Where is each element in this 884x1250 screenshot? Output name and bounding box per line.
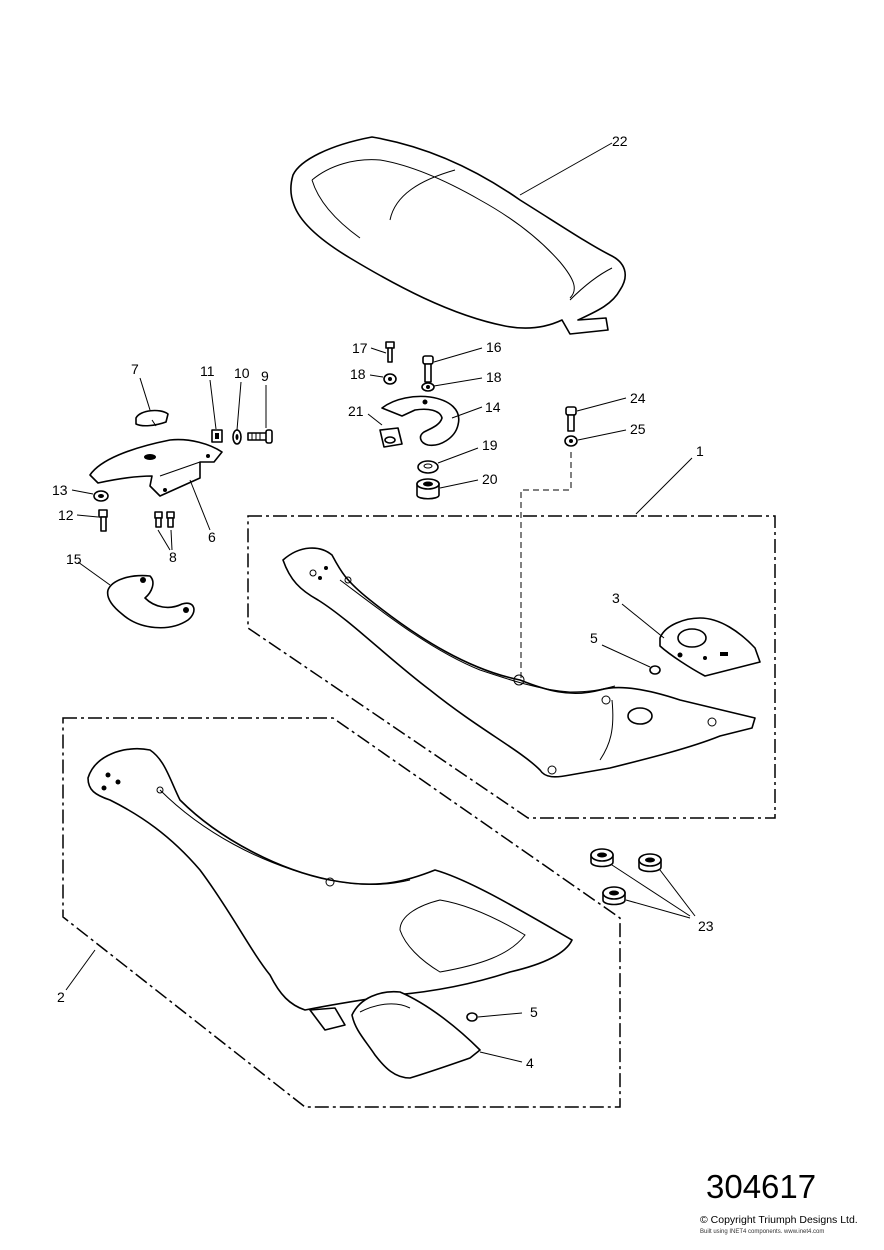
callout-1: 1: [696, 443, 704, 459]
rubber-mount-part-21: [379, 427, 403, 448]
leader-20: [439, 479, 479, 489]
callout-19: 19: [482, 437, 498, 453]
bracket-part-14: [381, 395, 460, 447]
callout-9: 9: [261, 368, 269, 384]
leader-5b: [477, 1012, 523, 1018]
callout-25: 25: [630, 421, 646, 437]
washer-part-18a: [383, 373, 397, 385]
washer-part-19: [417, 460, 439, 474]
leader-3: [621, 603, 665, 639]
screw-part-12: [98, 509, 108, 532]
screws-part-8: [154, 511, 175, 528]
leader-17: [370, 347, 387, 354]
callout-21: 21: [348, 403, 364, 419]
bracket-part-6: [89, 438, 223, 497]
bolt-part-9: [247, 429, 273, 444]
screw-part-17: [385, 341, 395, 363]
washer-part-10: [232, 429, 242, 445]
leader-14: [451, 406, 483, 419]
leader-19: [437, 447, 479, 464]
leader-13: [71, 489, 94, 495]
assembly-outline-1: [247, 515, 776, 819]
leader-23c: [625, 899, 691, 919]
leader-24: [576, 397, 627, 412]
leader-8b: [170, 529, 173, 551]
assembly-outline-2: [62, 717, 621, 1108]
callout-7: 7: [131, 361, 139, 377]
callout-22: 22: [612, 133, 628, 149]
callout-10: 10: [234, 365, 250, 381]
copyright-notice: © Copyright Triumph Designs Ltd.: [700, 1214, 858, 1226]
cover-plate-part-3: [659, 617, 761, 677]
grommet-part-20: [416, 478, 440, 500]
callout-23: 23: [698, 918, 714, 934]
callout-4: 4: [526, 1055, 534, 1071]
side-panel-part-1: [282, 547, 756, 778]
leader-12: [76, 514, 99, 518]
nut-part-5b: [466, 1012, 478, 1022]
callout-2: 2: [57, 989, 65, 1005]
leader-22: [519, 142, 613, 196]
leader-23a: [611, 864, 691, 917]
leader-21: [367, 413, 383, 426]
callout-12: 12: [58, 507, 74, 523]
callout-17: 17: [352, 340, 368, 356]
callout-16: 16: [486, 339, 502, 355]
washer-part-18b: [421, 382, 435, 392]
infill-panel-part-4: [351, 990, 481, 1079]
leader-18b: [433, 377, 483, 387]
seat-part-22: [290, 136, 626, 335]
callout-15: 15: [66, 551, 82, 567]
nut-part-5a: [649, 665, 661, 675]
leader-5a: [601, 644, 651, 668]
callout-11: 11: [200, 363, 215, 379]
assembly-line-24: [520, 452, 572, 680]
washer-part-25: [564, 435, 578, 447]
bracket-part-15: [106, 574, 195, 629]
callout-6: 6: [208, 529, 216, 545]
leader-1: [635, 457, 693, 515]
leader-8a: [157, 529, 171, 551]
leader-2: [65, 949, 96, 991]
leader-6: [189, 479, 211, 531]
callout-24: 24: [630, 390, 646, 406]
callout-14: 14: [485, 399, 501, 415]
callout-18b: 18: [486, 369, 502, 385]
grommets-part-23: [590, 848, 662, 906]
screw-part-16: [422, 355, 434, 383]
callout-5a: 5: [590, 630, 598, 646]
washer-part-13: [93, 490, 109, 502]
callout-5b: 5: [530, 1004, 538, 1020]
diagram-reference-number: 304617: [706, 1168, 817, 1205]
built-with-notice: Built using INET4 components. www.inet4.…: [700, 1229, 825, 1235]
callout-3: 3: [612, 590, 620, 606]
leader-25: [577, 429, 627, 441]
cap-part-7: [135, 409, 169, 427]
leader-11: [209, 379, 217, 430]
leader-18a: [369, 374, 384, 378]
leader-10: [236, 381, 242, 431]
side-panel-part-2: [87, 747, 573, 1031]
nut-part-11: [211, 429, 223, 443]
callout-18a: 18: [350, 366, 366, 382]
leader-4: [479, 1051, 523, 1063]
leader-7: [139, 377, 151, 411]
leader-15: [77, 561, 111, 586]
callout-8: 8: [169, 549, 177, 565]
leader-23b: [659, 869, 696, 917]
leader-16: [433, 347, 483, 363]
screw-part-24: [565, 406, 577, 432]
callout-13: 13: [52, 482, 68, 498]
callout-20: 20: [482, 471, 498, 487]
